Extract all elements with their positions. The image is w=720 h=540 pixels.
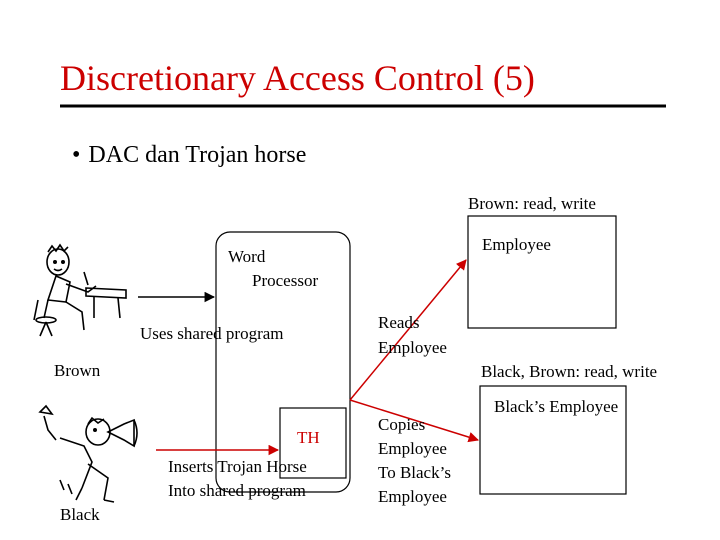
word-processor-box: [215, 231, 351, 493]
copies-label-4: Employee: [378, 487, 447, 506]
reads-label-2: Employee: [378, 338, 447, 357]
copies-label-3: To Black’s: [378, 463, 451, 482]
reads-label-1: Reads: [378, 313, 420, 332]
word-processor-label-2: Processor: [252, 271, 319, 290]
black-employee-file-box: [479, 385, 627, 495]
word-processor-label-1: Word: [228, 247, 266, 266]
slide-title: Discretionary Access Control (5): [60, 58, 535, 98]
brown-user-label: Brown: [54, 361, 101, 380]
bullet-item: • DAC dan Trojan horse: [72, 143, 306, 167]
black-employee-file-label: Black’s Employee: [494, 397, 619, 416]
copies-employee-arrow: [349, 399, 480, 443]
inserts-label-1: Inserts Trojan Horse: [168, 457, 307, 476]
trojan-horse-box: [279, 407, 347, 479]
uses-shared-program-label: Uses shared program: [140, 324, 284, 343]
person-at-desk-icon: [33, 243, 127, 337]
employee-file-box: [467, 215, 617, 329]
brown-acl-label: Brown: read, write: [468, 194, 596, 213]
black-user-label: Black: [60, 505, 100, 524]
copies-label-1: Copies: [378, 415, 426, 434]
trojan-horse-label: TH: [297, 428, 320, 447]
copies-label-2: Employee: [378, 439, 447, 458]
reads-employee-arrow: [349, 259, 467, 401]
employee-file-label: Employee: [482, 235, 551, 254]
person-with-megaphone-icon: [38, 404, 138, 503]
black-acl-label: Black, Brown: read, write: [481, 362, 658, 381]
bullet-text: DAC dan Trojan horse: [88, 142, 307, 168]
bullet-dot: •: [72, 142, 81, 168]
inserts-label-2: Into shared program: [168, 481, 306, 500]
